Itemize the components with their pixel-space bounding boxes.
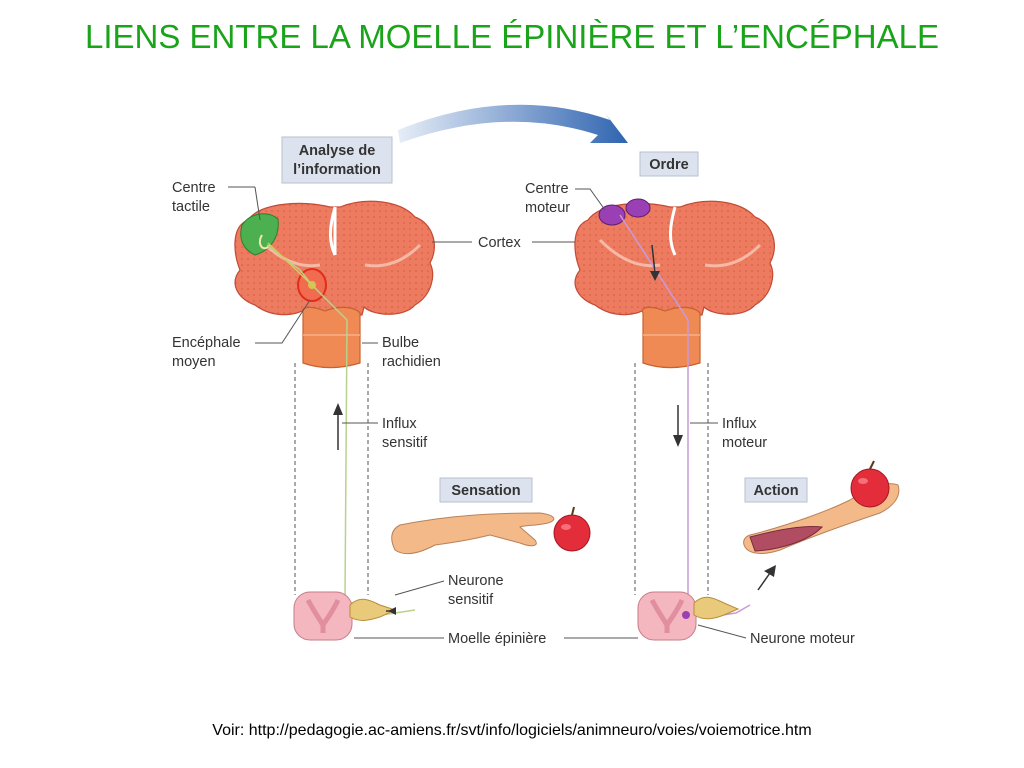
cortex-down-arrow — [650, 244, 660, 281]
source-link-text: Voir: http://pedagogie.ac-amiens.fr/svt/… — [212, 722, 812, 739]
action-text: Action — [753, 483, 798, 499]
svg-text:moteur: moteur — [525, 200, 570, 216]
order-header-text: Ordre — [649, 157, 689, 173]
flow-arrow — [398, 104, 628, 143]
analysis-header-line1: Analyse de — [299, 143, 376, 159]
diagram-canvas: Analyse de l’information Ordre Sensation… — [172, 104, 900, 647]
label-centre-tactile: Centre tactile — [172, 180, 261, 221]
svg-text:Cortex: Cortex — [478, 235, 521, 251]
influx-down-arrow — [673, 405, 683, 447]
label-neurone-moteur: Neurone moteur — [697, 624, 855, 647]
label-influx-moteur: Influx moteur — [690, 416, 767, 451]
svg-text:rachidien: rachidien — [382, 354, 441, 370]
motor-centre — [598, 198, 651, 226]
svg-text:Encéphale: Encéphale — [172, 335, 241, 351]
label-cortex: Cortex — [432, 235, 575, 251]
svg-text:Moelle épinière: Moelle épinière — [448, 631, 546, 647]
left-dashed-column — [294, 363, 369, 595]
label-influx-sensitif: Influx sensitif — [342, 416, 428, 451]
sensation-box: Sensation — [439, 477, 533, 503]
label-centre-moteur: Centre moteur — [525, 181, 606, 216]
left-brain — [234, 200, 435, 316]
svg-text:moteur: moteur — [722, 435, 767, 451]
analysis-header-box: Analyse de l’information — [281, 136, 393, 184]
label-encephale-moyen: Encéphale moyen — [172, 299, 311, 370]
label-moelle: Moelle épinière — [354, 631, 638, 647]
action-up-arrow — [757, 565, 776, 591]
svg-text:Influx: Influx — [722, 416, 757, 432]
sensation-text: Sensation — [451, 483, 520, 499]
svg-text:sensitif: sensitif — [382, 435, 428, 451]
svg-text:Centre: Centre — [172, 180, 216, 196]
svg-text:Centre: Centre — [525, 181, 569, 197]
action-box: Action — [744, 477, 808, 503]
label-neurone-sensitif: Neurone sensitif — [394, 573, 504, 608]
analysis-header-line2: l’information — [293, 162, 381, 178]
right-medulla — [641, 306, 701, 369]
svg-text:Neurone: Neurone — [448, 573, 504, 589]
influx-up-arrow — [333, 403, 343, 450]
order-header-box: Ordre — [639, 151, 699, 177]
spinal-brain-diagram: Analyse de l’information Ordre Sensation… — [150, 95, 910, 655]
right-spinal-cord — [637, 591, 740, 641]
svg-text:tactile: tactile — [172, 199, 210, 215]
left-medulla — [301, 306, 361, 369]
svg-text:Bulbe: Bulbe — [382, 335, 419, 351]
svg-text:moyen: moyen — [172, 354, 216, 370]
svg-text:Neurone moteur: Neurone moteur — [750, 631, 855, 647]
apple-left — [553, 506, 591, 552]
right-dashed-column — [634, 363, 709, 595]
page-title: LIENS ENTRE LA MOELLE ÉPINIÈRE ET L’ENCÉ… — [84, 18, 940, 55]
label-bulbe: Bulbe rachidien — [362, 335, 441, 370]
svg-text:sensitif: sensitif — [448, 592, 494, 608]
sensation-arm — [391, 512, 555, 555]
svg-text:Influx: Influx — [382, 416, 417, 432]
left-spinal-cord — [293, 591, 397, 641]
apple-right — [850, 460, 890, 508]
